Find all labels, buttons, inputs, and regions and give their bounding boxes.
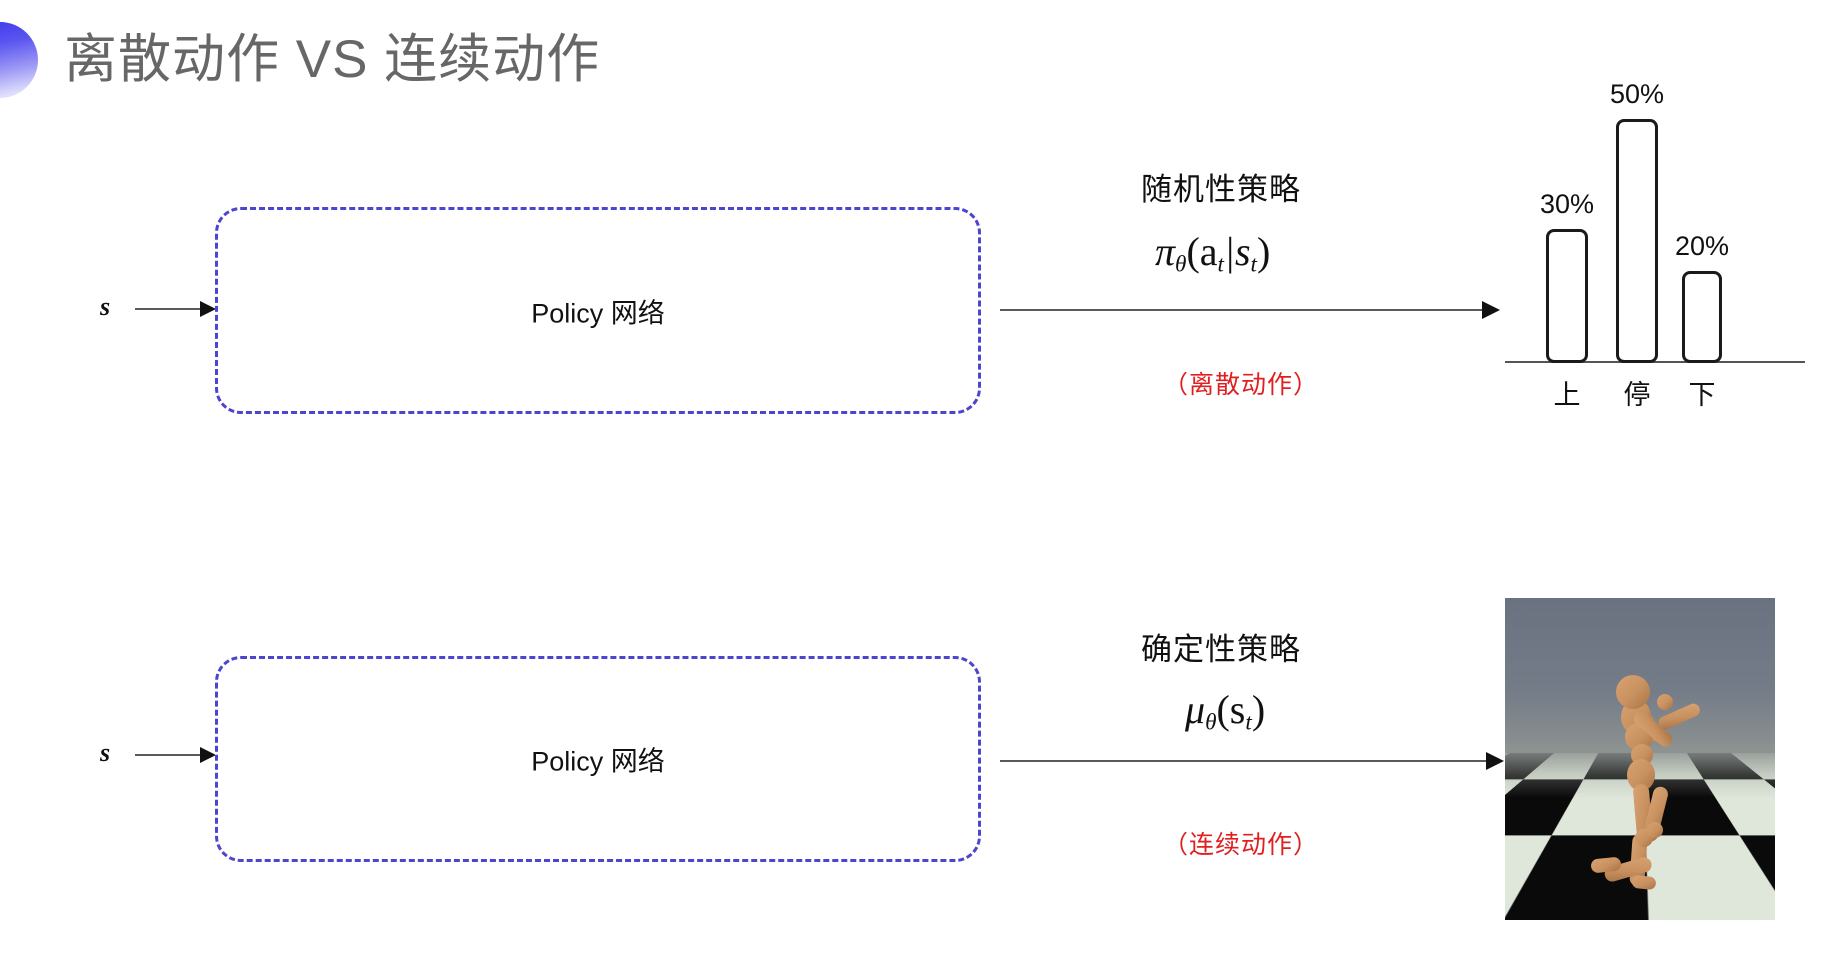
row2-formula-mu: μ [1185, 687, 1206, 732]
bar-category-2: 下 [1688, 380, 1716, 410]
row2-policy-kind-label: 确定性策略 [1141, 632, 1301, 667]
row1-policy-kind-label: 随机性策略 [1141, 172, 1301, 207]
title-bullet-icon [0, 22, 38, 98]
bar-category-1: 停 [1623, 380, 1651, 410]
bar-category-0: 上 [1553, 380, 1581, 410]
row2-formula-open: (s [1216, 687, 1246, 732]
bar-value-2: 20% [1674, 231, 1730, 261]
row1-formula-a-sub: t [1217, 251, 1224, 278]
row1-policy-formula: πθ(at|st) [1155, 228, 1270, 278]
humanoid-character-icon [1591, 675, 1700, 890]
row1-formula-close: ) [1256, 229, 1271, 274]
bar-value-1: 50% [1609, 79, 1665, 109]
row1-formula-theta: θ [1175, 251, 1187, 278]
row2-formula-close: ) [1251, 687, 1266, 732]
bar-value-0: 30% [1539, 189, 1595, 219]
row1-policy-network-label: Policy 网络 [531, 298, 665, 328]
bar-rect-1[interactable] [1616, 119, 1658, 363]
chart-x-axis-line [1505, 361, 1805, 363]
row1-input-arrow [135, 301, 216, 317]
row1-formula-sep: |s [1223, 229, 1251, 274]
row1-formula-open: (a [1186, 229, 1218, 274]
row2-formula-s-sub: t [1245, 709, 1252, 736]
row2-formula-theta: θ [1205, 709, 1217, 736]
bar-rect-2[interactable] [1682, 271, 1722, 363]
bar-rect-0[interactable] [1546, 229, 1588, 363]
row2-policy-network-label: Policy 网络 [531, 746, 665, 777]
discrete-action-bar-chart: 30% 上 50% 停 20% 下 [1505, 79, 1805, 416]
row1-formula-s-sub: t [1250, 251, 1257, 278]
row2-input-label: s [100, 738, 111, 767]
row1-formula-pi: π [1155, 229, 1176, 274]
row1-action-note: （离散动作） [1163, 371, 1320, 399]
row1-input-label: s [100, 292, 111, 321]
row1-output-arrow [1000, 301, 1500, 319]
row2-input-arrow [135, 747, 216, 763]
page-title: 离散动作 VS 连续动作 [64, 30, 601, 89]
row1-policy-network-box[interactable]: Policy 网络 [215, 207, 981, 414]
row2-action-note: （连续动作） [1163, 831, 1320, 859]
row2-policy-network-box[interactable]: Policy 网络 [215, 656, 981, 862]
row2-output-arrow [1000, 752, 1504, 770]
row2-policy-formula: μθ(st) [1185, 686, 1265, 736]
humanoid-simulation-image [1505, 598, 1775, 920]
